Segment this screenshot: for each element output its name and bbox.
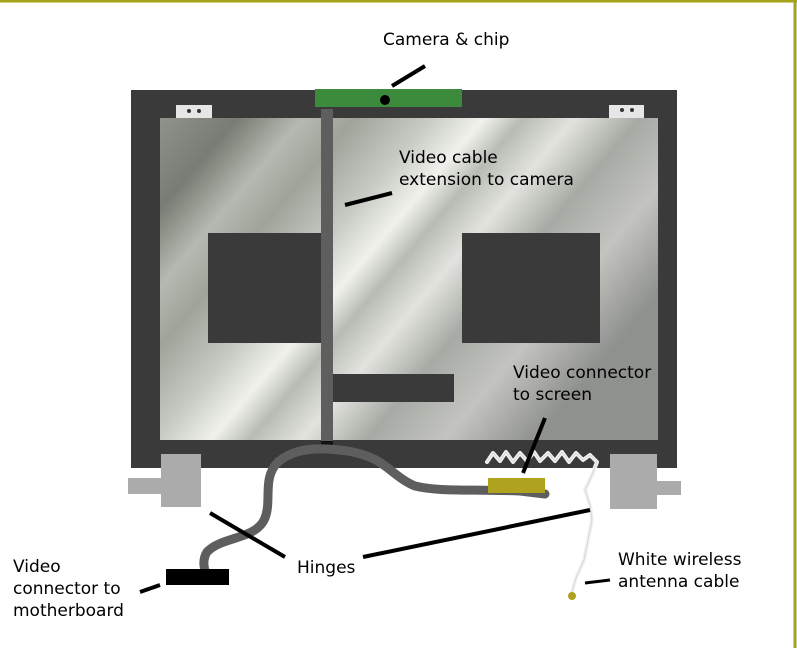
bracket-left-screw	[197, 109, 201, 113]
leader-camera	[390, 64, 427, 88]
label-camera: Camera & chip	[383, 30, 510, 50]
bracket-left	[176, 105, 212, 118]
label-antenna: White wireless antenna cable	[618, 550, 742, 592]
hinge-right-body	[610, 454, 657, 509]
screen-video-connector	[488, 478, 545, 493]
antenna-tip	[568, 592, 576, 600]
leader-hinge-left	[208, 511, 287, 559]
label-hinges: Hinges	[297, 558, 356, 578]
bracket-left-screw	[187, 109, 191, 113]
hinge-left-body	[161, 454, 201, 507]
leader-video-cable-ext	[344, 191, 393, 207]
video-cable	[199, 444, 550, 579]
bracket-right-screw	[620, 108, 624, 112]
panel-block-left	[208, 233, 322, 343]
hinge-left-pin	[128, 478, 162, 494]
video-cable-extension	[321, 109, 333, 449]
leader-video-connector-screen	[521, 417, 547, 474]
label-video-connector-motherboard: Video connector to motherboard	[13, 557, 124, 621]
leader-motherboard-connector	[139, 583, 161, 594]
motherboard-connector	[166, 569, 229, 585]
antenna-cable-outline	[486, 451, 598, 593]
panel-block-bottom	[333, 374, 454, 402]
leader-hinge-right	[362, 508, 591, 559]
hinge-right-pin	[656, 481, 681, 495]
label-video-connector-screen: Video connector to screen	[513, 363, 652, 405]
camera-lens	[380, 95, 390, 105]
label-video-cable-extension: Video cable extension to camera	[399, 148, 574, 190]
antenna-cable	[485, 450, 599, 594]
bracket-right-screw	[630, 108, 634, 112]
panel-block-right	[462, 233, 600, 343]
bracket-right	[609, 105, 644, 118]
leader-antenna	[584, 578, 611, 585]
